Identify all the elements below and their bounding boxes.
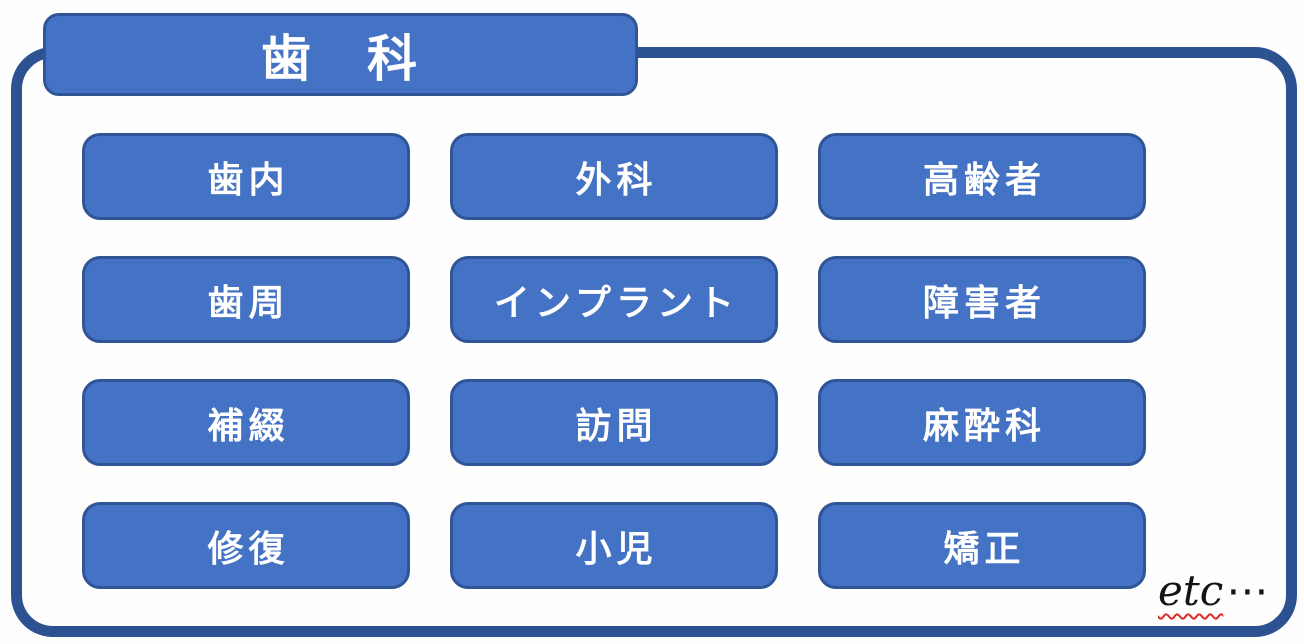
category-label: 高齢者 [922, 158, 1047, 200]
outer-frame [11, 47, 1297, 637]
category-label: 矯正 [943, 527, 1026, 569]
category-label: 小児 [575, 527, 658, 569]
category-box-periodontics: 歯周 [82, 256, 410, 343]
category-label: 修復 [207, 527, 290, 569]
category-grid: 歯内 外科 高齢者 歯周 インプラント 障害者 補綴 訪問 麻酔科 修復 小児 [82, 133, 1146, 589]
category-box-prosthodontics: 補綴 [82, 379, 410, 466]
category-label: 外科 [575, 158, 658, 200]
title-box: 歯 科 [43, 13, 638, 96]
category-label: 補綴 [207, 404, 290, 446]
category-label: 障害者 [922, 281, 1047, 323]
category-label: 麻酔科 [922, 404, 1047, 446]
category-label: 歯周 [207, 281, 290, 323]
category-box-geriatric: 高齢者 [818, 133, 1146, 220]
category-box-pediatric: 小児 [450, 502, 778, 589]
category-box-endodontics: 歯内 [82, 133, 410, 220]
category-label: インプラント [493, 281, 740, 323]
etc-note: etc⋯ [1158, 566, 1274, 615]
etc-ellipsis: ⋯ [1226, 566, 1274, 615]
category-box-orthodontics: 矯正 [818, 502, 1146, 589]
category-box-disability: 障害者 [818, 256, 1146, 343]
category-box-restorative: 修復 [82, 502, 410, 589]
etc-text: etc [1158, 566, 1224, 615]
category-box-visiting: 訪問 [450, 379, 778, 466]
category-label: 訪問 [575, 404, 658, 446]
category-box-anesthesiology: 麻酔科 [818, 379, 1146, 466]
category-label: 歯内 [207, 158, 290, 200]
category-box-oral-surgery: 外科 [450, 133, 778, 220]
page-title: 歯 科 [261, 30, 420, 87]
category-box-implant: インプラント [450, 256, 778, 343]
